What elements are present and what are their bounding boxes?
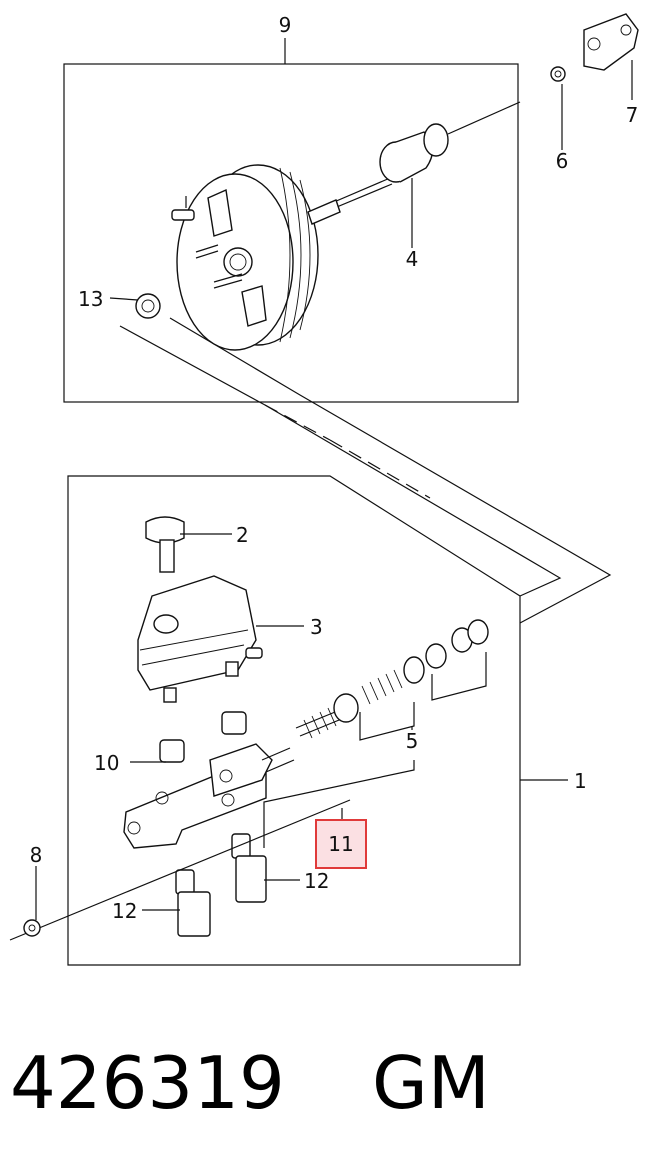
boot-filter [379, 101, 521, 183]
master-cylinder-frame [67, 475, 521, 966]
brake-booster [171, 164, 393, 351]
callout-9: 9 [279, 13, 292, 37]
reservoir-grommets [159, 711, 247, 763]
callout-12-left: 12 [112, 899, 137, 923]
booster-frame [63, 63, 519, 403]
callout-13: 13 [78, 287, 103, 311]
callout-5: 5 [406, 729, 419, 753]
callout-12-right: 12 [304, 869, 329, 893]
callout-2: 2 [236, 523, 249, 547]
fluid-reservoir [137, 575, 263, 703]
callout-11: 11 [328, 832, 353, 856]
callout-8: 8 [30, 843, 43, 867]
callout-4: 4 [406, 247, 419, 271]
clevis [583, 13, 639, 71]
callout-1: 1 [574, 769, 587, 793]
piston-spring-kit [295, 619, 489, 741]
reservoir-cap [145, 516, 185, 573]
leader-lines [35, 38, 633, 920]
brand-name: GM [372, 1041, 490, 1125]
callout-10: 10 [94, 751, 119, 775]
part-number: 426319 [10, 1041, 285, 1125]
cylinder-mount-nut [23, 919, 41, 937]
outlet-fitting-right [231, 833, 267, 903]
booster-mount-nut [135, 293, 161, 319]
master-cylinder-body [123, 743, 295, 849]
callout-7: 7 [626, 103, 639, 127]
connection-lines [119, 317, 612, 624]
highlight-box-11 [315, 819, 367, 869]
mounting-axis-line [9, 799, 351, 941]
callout-3: 3 [310, 615, 323, 639]
outlet-fitting-left [175, 869, 211, 937]
clevis-nut [550, 66, 566, 82]
callout-6: 6 [556, 149, 569, 173]
